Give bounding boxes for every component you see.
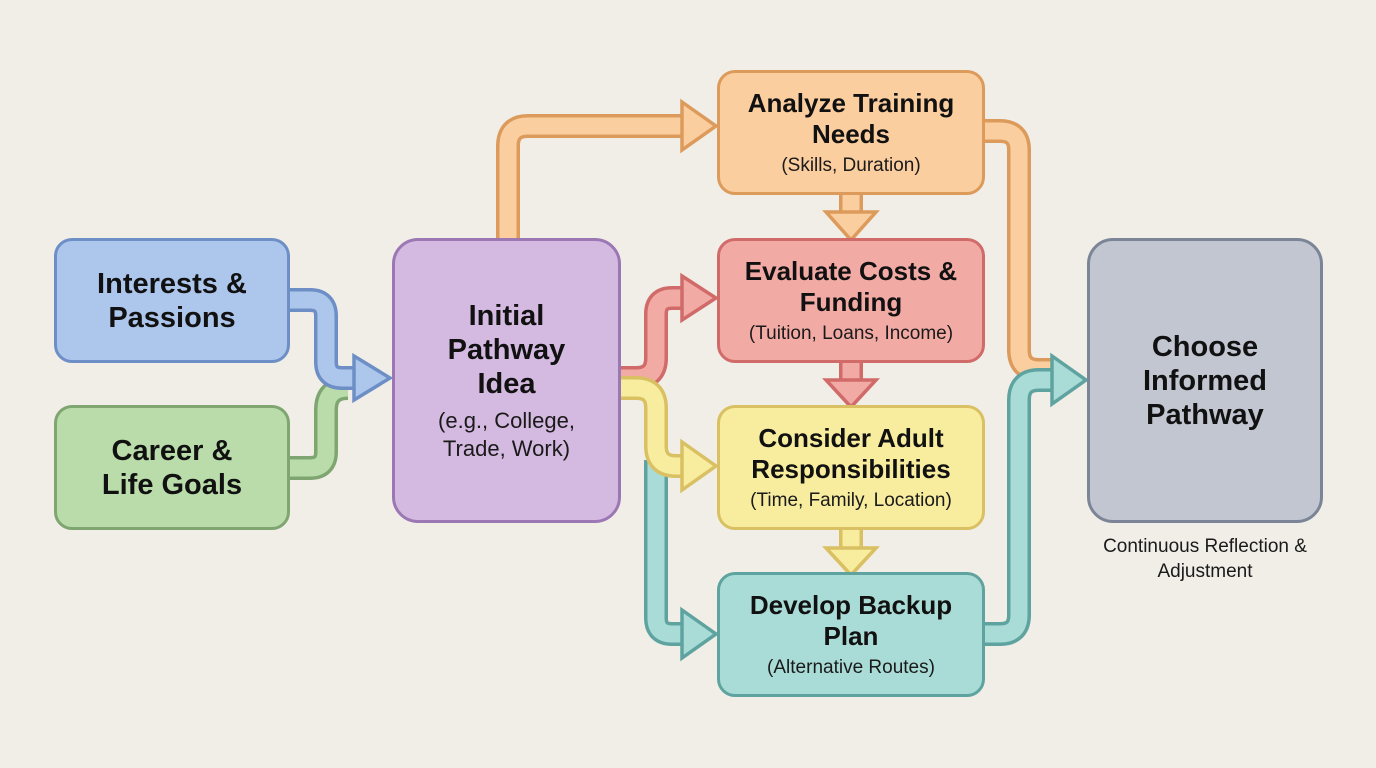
node-title: Evaluate Costs & Funding [744,255,958,317]
node-career-life-goals: Career & Life Goals [54,405,290,530]
node-title: Initial Pathway Idea [447,299,566,400]
arrow-interests-to-initial [290,288,394,404]
arrow-initial-to-training [496,98,720,240]
arrow-initial-to-adult [619,376,720,494]
node-title: Interests & Passions [97,267,247,334]
node-title: Consider Adult Responsibilities [751,422,951,484]
node-title: Analyze Training Needs [747,87,955,149]
node-subtitle: (Alternative Routes) [767,656,935,678]
arrow-training-to-costs [822,193,880,243]
node-initial-pathway-idea: Initial Pathway Idea (e.g., College, Tra… [392,238,621,523]
node-consider-adult-responsibilities: Consider Adult Responsibilities (Time, F… [717,405,985,530]
arrow-initial-to-backup [644,460,720,662]
arrow-career-to-initial [290,376,349,480]
node-subtitle: (Skills, Duration) [781,154,921,176]
node-subtitle: (Tuition, Loans, Income) [748,322,954,344]
node-title: Career & Life Goals [101,434,243,501]
node-choose-informed-pathway: Choose Informed Pathway [1087,238,1323,523]
footnote-caption: Continuous Reflection & Adjustment [1103,536,1307,582]
node-title: Choose Informed Pathway [1142,330,1268,431]
arrow-training-to-choose [983,119,1052,382]
node-title: Develop Backup Plan [749,589,953,651]
node-subtitle: (e.g., College, Trade, Work) [438,407,575,461]
arrow-initial-to-costs [619,272,720,390]
node-analyze-training-needs: Analyze Training Needs (Skills, Duration… [717,70,985,195]
arrow-costs-to-adult [821,361,881,410]
node-subtitle: (Time, Family, Location) [750,489,952,511]
node-interests-passions: Interests & Passions [54,238,290,363]
arrow-backup-to-choose [983,352,1090,646]
arrow-adult-to-backup [821,528,881,578]
node-develop-backup-plan: Develop Backup Plan (Alternative Routes) [717,572,985,697]
node-evaluate-costs-funding: Evaluate Costs & Funding (Tuition, Loans… [717,238,985,363]
